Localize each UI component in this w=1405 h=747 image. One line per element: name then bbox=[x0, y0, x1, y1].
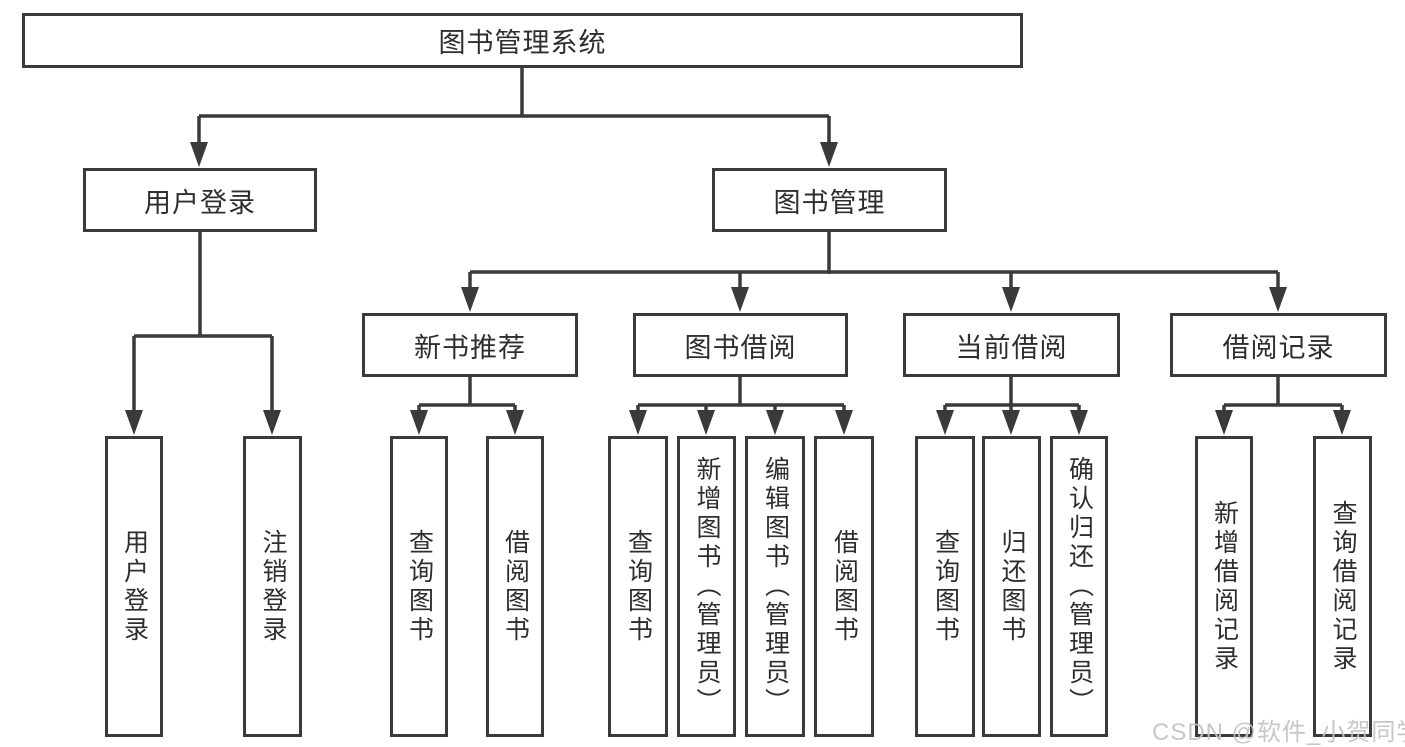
leaf-add-books-admin-label: 新增图书（管理员） bbox=[693, 456, 721, 717]
leaf-borrowing-query-books: 查询图书 bbox=[608, 436, 668, 737]
leaf-borrowing-query-books-label: 查询图书 bbox=[624, 528, 653, 645]
node-root-label: 图书管理系统 bbox=[438, 28, 607, 58]
leaf-logout-label: 注销登录 bbox=[259, 528, 287, 645]
leaf-user-login: 用户登录 bbox=[105, 436, 163, 737]
node-current-borrowing-label: 当前借阅 bbox=[955, 332, 1068, 363]
connector-path bbox=[132, 66, 1344, 414]
node-book-borrowing-label: 图书借阅 bbox=[684, 332, 797, 363]
leaf-recommend-borrow-books-label: 借阅图书 bbox=[501, 528, 530, 645]
node-book-borrowing: 图书借阅 bbox=[633, 313, 848, 377]
leaf-add-borrow-record: 新增借阅记录 bbox=[1195, 436, 1253, 737]
node-user-login-group-label: 用户登录 bbox=[144, 187, 256, 218]
node-borrowing-records: 借阅记录 bbox=[1170, 313, 1387, 377]
arrowheads bbox=[125, 142, 1351, 435]
leaf-return-books-label: 归还图书 bbox=[998, 528, 1026, 645]
leaf-return-books: 归还图书 bbox=[982, 436, 1041, 737]
node-new-book-recommend: 新书推荐 bbox=[362, 313, 578, 377]
leaf-recommend-query-books: 查询图书 bbox=[390, 436, 448, 737]
leaf-borrowing-borrow-books-label: 借阅图书 bbox=[830, 528, 859, 645]
watermark: CSDN @软件_小贺同学 bbox=[1152, 719, 1405, 746]
node-book-management: 图书管理 bbox=[712, 168, 947, 232]
leaf-borrowing-borrow-books: 借阅图书 bbox=[814, 436, 874, 737]
node-borrowing-records-label: 借阅记录 bbox=[1222, 332, 1335, 363]
leaf-user-login-label: 用户登录 bbox=[120, 528, 149, 645]
leaf-confirm-return-admin: 确认归还（管理员） bbox=[1050, 436, 1108, 737]
leaf-edit-books-admin: 编辑图书（管理员） bbox=[745, 436, 805, 737]
node-root: 图书管理系统 bbox=[22, 13, 1023, 68]
leaf-recommend-query-books-label: 查询图书 bbox=[405, 528, 434, 645]
node-book-management-label: 图书管理 bbox=[773, 187, 886, 218]
node-current-borrowing: 当前借阅 bbox=[903, 313, 1120, 377]
leaf-query-borrow-record: 查询借阅记录 bbox=[1313, 436, 1372, 737]
leaf-confirm-return-admin-label: 确认归还（管理员） bbox=[1065, 456, 1094, 717]
leaf-edit-books-admin-label: 编辑图书（管理员） bbox=[761, 456, 790, 717]
node-user-login-group: 用户登录 bbox=[83, 168, 317, 232]
leaf-add-books-admin: 新增图书（管理员） bbox=[677, 436, 736, 737]
node-new-book-recommend-label: 新书推荐 bbox=[414, 332, 526, 363]
leaf-query-borrow-record-label: 查询借阅记录 bbox=[1329, 499, 1357, 674]
leaf-current-query-books: 查询图书 bbox=[915, 436, 975, 737]
leaf-add-borrow-record-label: 新增借阅记录 bbox=[1210, 499, 1239, 674]
leaf-current-query-books-label: 查询图书 bbox=[931, 528, 960, 645]
leaf-recommend-borrow-books: 借阅图书 bbox=[486, 436, 544, 737]
leaf-logout: 注销登录 bbox=[243, 436, 302, 737]
